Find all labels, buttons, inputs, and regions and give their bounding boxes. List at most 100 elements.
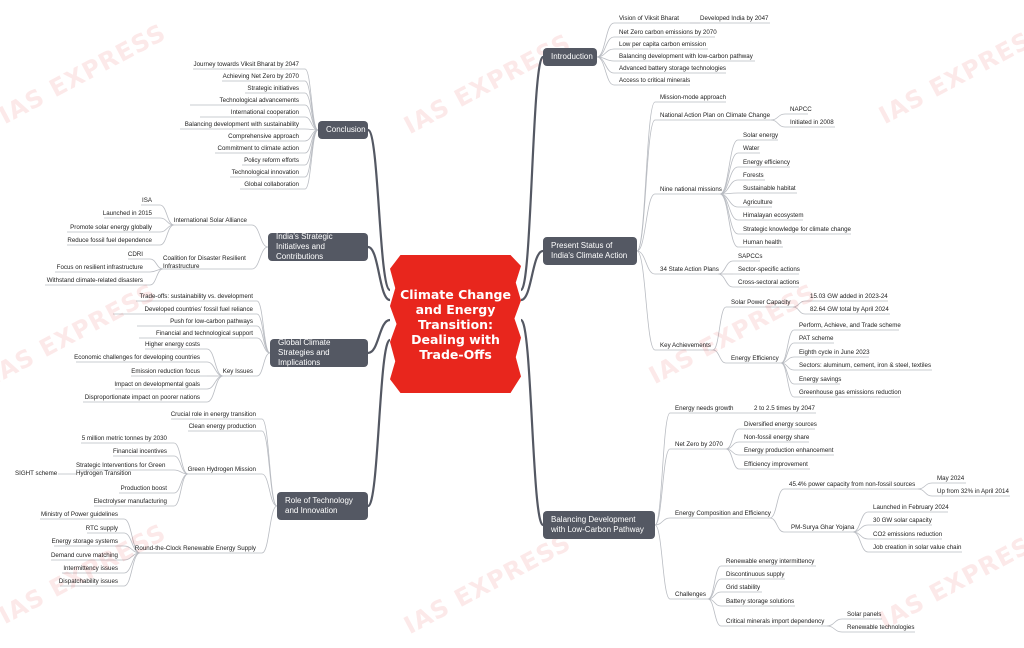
isa-item[interactable]: ISA <box>142 197 152 204</box>
branch-introduction[interactable]: Introduction <box>543 48 597 66</box>
status-cross-sectoral[interactable]: Cross-sectoral actions <box>738 279 800 286</box>
tech-rtc[interactable]: Round-the-Clock Renewable Energy Supply <box>134 545 256 552</box>
balance-minerals-import[interactable]: Critical minerals import dependency <box>726 618 825 625</box>
conclusion-item[interactable]: Global collaboration <box>244 181 299 188</box>
tech-sight[interactable]: Strategic Interventions for Green Hydrog… <box>76 462 166 477</box>
intro-vision[interactable]: Vision of Viksit Bharat <box>619 15 679 22</box>
hydrogen-item[interactable]: Financial incentives <box>113 448 167 455</box>
balance-growth-value[interactable]: 2 to 2.5 times by 2047 <box>754 405 815 412</box>
mission-item[interactable]: Himalayan ecosystem <box>743 212 804 219</box>
isa-item[interactable]: Launched in 2015 <box>102 210 152 217</box>
balance-nonfossil[interactable]: 45.4% power capacity from non-fossil sou… <box>789 481 916 488</box>
tech-sight-scheme[interactable]: SIGHT scheme <box>15 470 58 477</box>
central-topic[interactable]: Climate Change and Energy Transition: De… <box>390 255 521 393</box>
tech-hydrogen[interactable]: Green Hydrogen Mission <box>187 466 256 473</box>
cdri-item[interactable]: Withstand climate-related disasters <box>46 277 143 284</box>
hydrogen-item[interactable]: Electrolyser manufacturing <box>93 498 167 505</box>
branch-present-status[interactable]: Present Status of India's Climate Action <box>543 237 637 265</box>
status-napcc-plan[interactable]: National Action Plan on Climate Change <box>660 112 771 119</box>
tech-crucial[interactable]: Crucial role in energy transition <box>170 411 256 418</box>
status-state-plans[interactable]: 34 State Action Plans <box>660 266 719 273</box>
branch-conclusion[interactable]: Conclusion <box>318 121 368 139</box>
conclusion-item[interactable]: International cooperation <box>230 109 299 116</box>
mission-item[interactable]: Agriculture <box>743 199 773 206</box>
global-item[interactable]: Trade-offs: sustainability vs. developme… <box>139 293 254 300</box>
branch-strategic-initiatives[interactable]: India's Strategic Initiatives and Contri… <box>268 232 368 261</box>
status-initiated[interactable]: Initiated in 2008 <box>790 119 834 126</box>
branch-technology-innovation[interactable]: Role of Technology and Innovation <box>277 492 368 520</box>
rtc-item[interactable]: Dispatchability issues <box>58 578 118 585</box>
rtc-item[interactable]: Ministry of Power guidelines <box>40 511 118 518</box>
conclusion-item[interactable]: Achieving Net Zero by 2070 <box>222 73 299 80</box>
conclusion-item[interactable]: Technological advancements <box>219 97 299 104</box>
global-item[interactable]: Developed countries' fossil fuel relianc… <box>144 306 254 313</box>
isa-item[interactable]: Reduce fossil fuel dependence <box>67 237 152 244</box>
status-gw-added[interactable]: 15.03 GW added in 2023-24 <box>810 293 888 300</box>
rtc-item[interactable]: RTC supply <box>85 525 118 532</box>
balance-renewable-tech[interactable]: Renewable technologies <box>847 624 915 631</box>
balance-challenges[interactable]: Challenges <box>675 591 706 598</box>
surya-item[interactable]: CO2 emissions reduction <box>873 531 943 538</box>
mission-item[interactable]: Energy efficiency <box>743 159 791 166</box>
issue-item[interactable]: Higher energy costs <box>144 341 200 348</box>
cdri-item[interactable]: CDRI <box>127 251 143 258</box>
intro-low-per-capita[interactable]: Low per capita carbon emission <box>619 41 707 48</box>
conclusion-item[interactable]: Journey towards Viksit Bharat by 2047 <box>193 61 299 68</box>
surya-item[interactable]: Job creation in solar value chain <box>873 544 962 551</box>
surya-item[interactable]: 30 GW solar capacity <box>873 517 932 524</box>
mission-item[interactable]: Solar energy <box>743 132 779 139</box>
mission-item[interactable]: Human health <box>743 239 782 246</box>
status-napcc[interactable]: NAPCC <box>790 106 812 113</box>
challenge-item[interactable]: Grid stability <box>726 584 761 591</box>
status-key-achievements[interactable]: Key Achievements <box>660 342 711 349</box>
mission-item[interactable]: Water <box>743 145 760 152</box>
hydrogen-item[interactable]: Production boost <box>120 485 167 492</box>
balance-may-2024[interactable]: May 2024 <box>937 475 965 482</box>
balance-net-zero[interactable]: Net Zero by 2070 <box>675 441 723 448</box>
strategic-cdri-coalition[interactable]: Coalition for Disaster Resilient Infrast… <box>163 255 246 270</box>
branch-global-strategies[interactable]: Global Climate Strategies and Implicatio… <box>270 338 368 367</box>
balance-up-from[interactable]: Up from 32% in April 2014 <box>937 488 1009 495</box>
mission-item[interactable]: Forests <box>743 172 764 179</box>
net-zero-item[interactable]: Energy production enhancement <box>744 447 834 454</box>
balance-composition[interactable]: Energy Composition and Efficiency <box>675 510 771 517</box>
strategic-isa-alliance[interactable]: International Solar Alliance <box>173 217 247 224</box>
conclusion-item[interactable]: Comprehensive approach <box>228 133 299 140</box>
efficiency-item[interactable]: PAT scheme <box>799 335 834 342</box>
status-nine-missions[interactable]: Nine national missions <box>660 186 722 193</box>
global-item[interactable]: Push for low-carbon pathways <box>170 318 253 325</box>
conclusion-item[interactable]: Commitment to climate action <box>217 145 300 152</box>
isa-item[interactable]: Promote solar energy globally <box>70 224 152 231</box>
rtc-item[interactable]: Energy storage systems <box>51 538 118 545</box>
challenge-item[interactable]: Discontinuous supply <box>726 571 785 578</box>
surya-item[interactable]: Launched in February 2024 <box>873 504 949 511</box>
hydrogen-item[interactable]: 5 million metric tonnes by 2030 <box>81 435 167 442</box>
status-mission-mode[interactable]: Mission-mode approach <box>660 94 727 101</box>
issue-item[interactable]: Disproportionate impact on poorer nation… <box>84 394 200 401</box>
intro-net-zero[interactable]: Net Zero carbon emissions by 2070 <box>619 29 717 36</box>
efficiency-item[interactable]: Energy savings <box>799 376 842 383</box>
conclusion-item[interactable]: Balancing development with sustainabilit… <box>184 121 299 128</box>
issue-item[interactable]: Impact on developmental goals <box>114 381 200 388</box>
intro-developed-india[interactable]: Developed India by 2047 <box>700 15 769 22</box>
status-energy-efficiency[interactable]: Energy Efficiency <box>731 355 779 362</box>
efficiency-item[interactable]: Eighth cycle in June 2023 <box>799 349 870 356</box>
conclusion-item[interactable]: Technological innovation <box>231 169 299 176</box>
global-key-issues[interactable]: Key Issues <box>222 368 253 375</box>
rtc-item[interactable]: Demand curve matching <box>50 552 118 559</box>
challenge-item[interactable]: Renewable energy intermittency <box>726 558 815 565</box>
efficiency-item[interactable]: Sectors: aluminum, cement, iron & steel,… <box>799 362 932 369</box>
intro-battery[interactable]: Advanced battery storage technologies <box>619 65 726 72</box>
status-sapccs[interactable]: SAPCCs <box>738 253 763 260</box>
balance-solar-panels[interactable]: Solar panels <box>847 611 882 618</box>
status-sector-specific[interactable]: Sector-specific actions <box>738 266 800 273</box>
status-solar-capacity[interactable]: Solar Power Capacity <box>731 299 791 306</box>
efficiency-item[interactable]: Greenhouse gas emissions reduction <box>799 389 902 396</box>
tech-clean[interactable]: Clean energy production <box>188 423 256 430</box>
balance-surya-ghar[interactable]: PM-Surya Ghar Yojana <box>791 524 855 531</box>
intro-balancing[interactable]: Balancing development with low-carbon pa… <box>619 53 753 60</box>
challenge-item[interactable]: Battery storage solutions <box>726 598 795 605</box>
net-zero-item[interactable]: Efficiency improvement <box>744 461 808 468</box>
balance-needs-growth[interactable]: Energy needs growth <box>675 405 734 412</box>
mission-item[interactable]: Strategic knowledge for climate change <box>743 226 851 233</box>
